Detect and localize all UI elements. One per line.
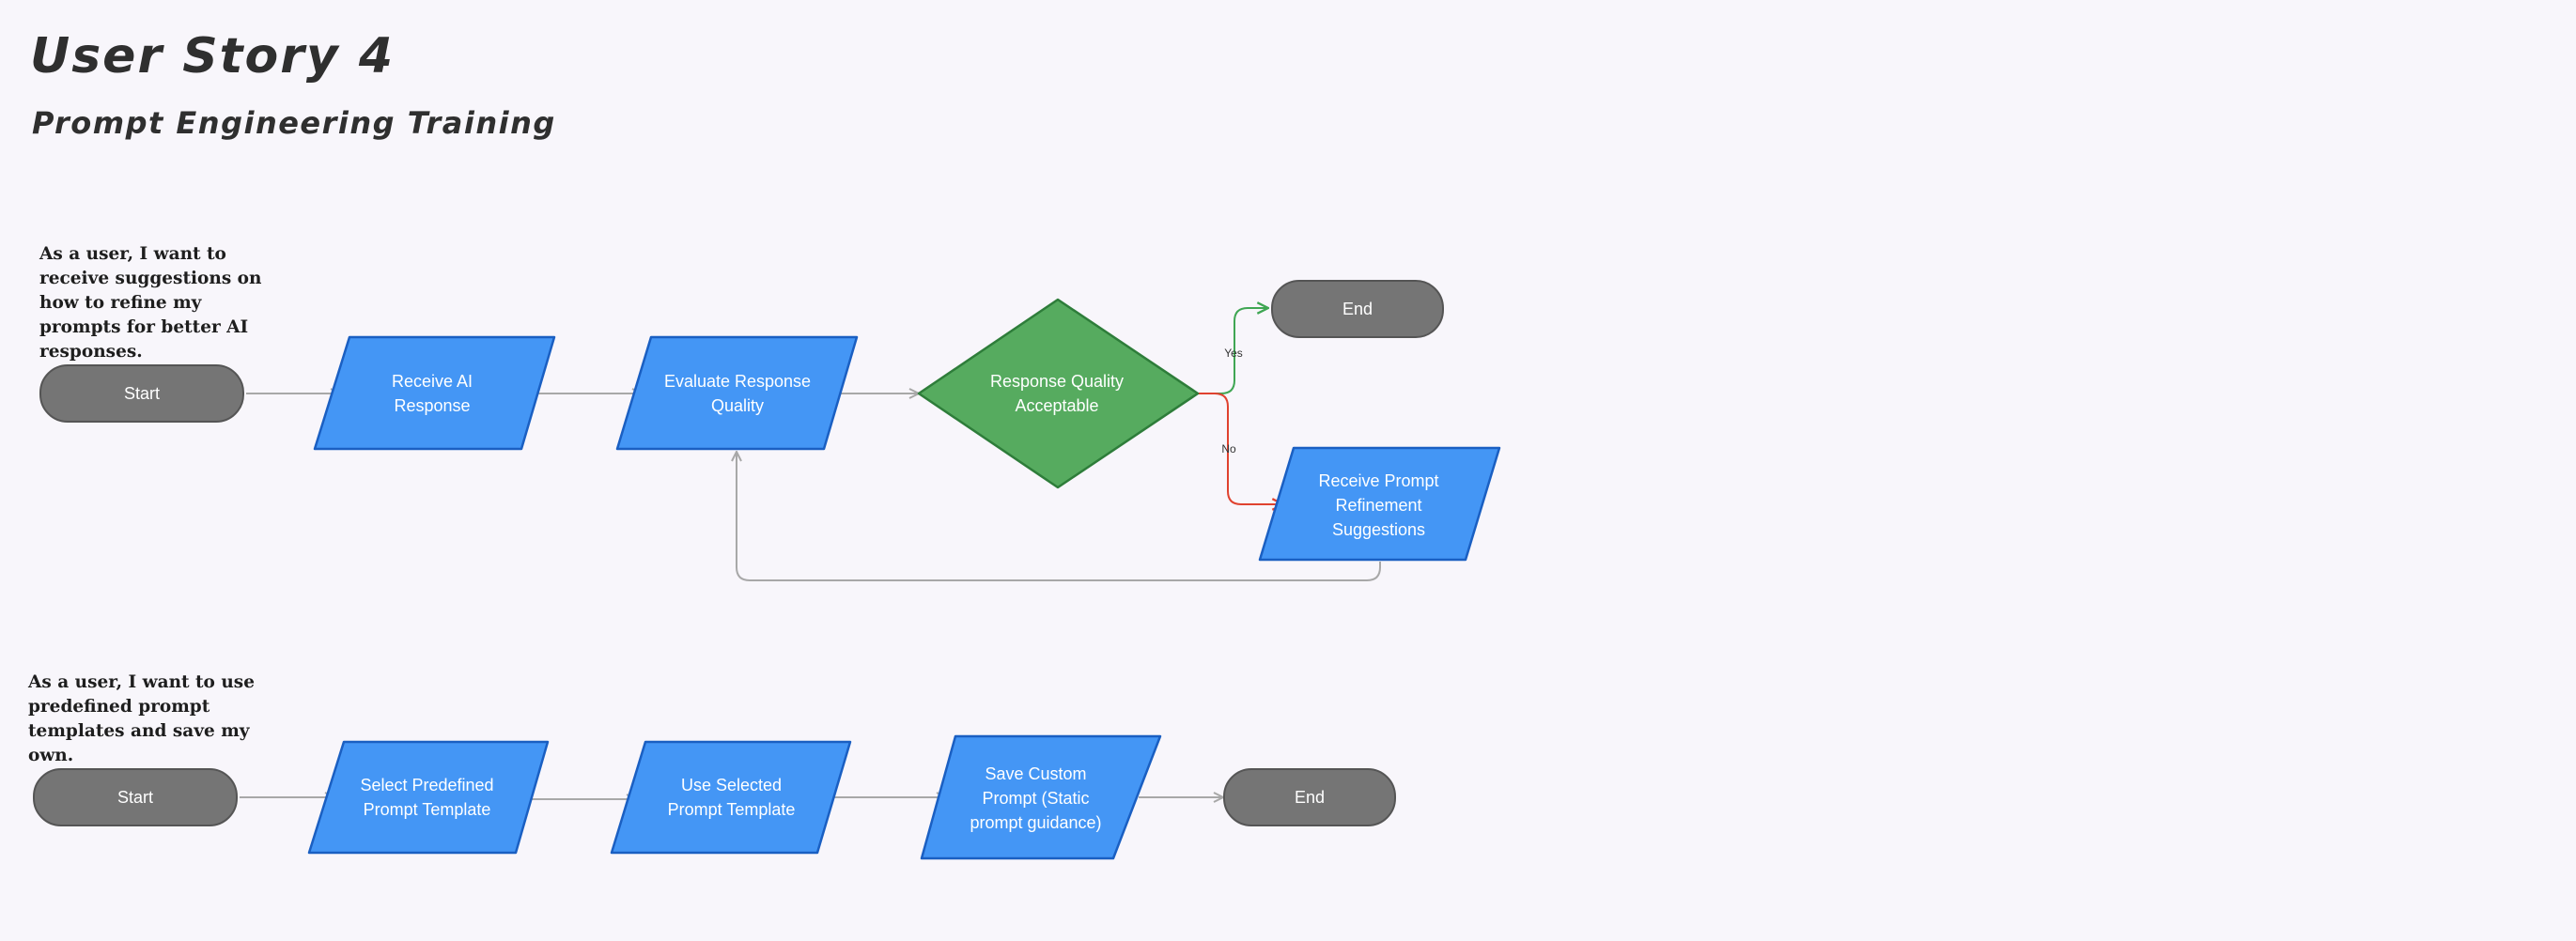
no-label: No bbox=[1221, 442, 1236, 455]
shape-evaluate-quality bbox=[615, 335, 859, 451]
node-receive-ai-response[interactable]: Receive AI Response bbox=[391, 372, 473, 415]
node-save-custom-prompt[interactable]: Save Custom Prompt (Static prompt guidan… bbox=[970, 764, 1102, 832]
start-node-1[interactable]: Start bbox=[39, 364, 244, 423]
node-prompt-refinement[interactable]: Receive Prompt Refinement Suggestions bbox=[1318, 471, 1439, 539]
shape-save-custom bbox=[920, 734, 1162, 860]
node-use-template[interactable]: Use Selected Prompt Template bbox=[667, 776, 796, 819]
shape-select-template bbox=[307, 740, 550, 855]
shape-refinement bbox=[1258, 446, 1501, 562]
node-select-template[interactable]: Select Predefined Prompt Template bbox=[360, 776, 494, 819]
end-node-2[interactable]: End bbox=[1223, 768, 1396, 826]
shape-receive-ai-response bbox=[313, 335, 556, 451]
node-decision-quality-acceptable[interactable]: Response Quality Acceptable bbox=[989, 372, 1125, 415]
page-title: User Story 4 bbox=[30, 28, 396, 85]
shape-decision bbox=[917, 298, 1200, 489]
start-node-2[interactable]: Start bbox=[33, 768, 238, 826]
connector-yes-branch bbox=[1198, 308, 1268, 394]
page-subtitle: Prompt Engineering Training bbox=[32, 105, 556, 141]
node-evaluate-quality[interactable]: Evaluate Response Quality bbox=[663, 372, 812, 415]
yes-label: Yes bbox=[1224, 347, 1243, 360]
end-node-1[interactable]: End bbox=[1271, 280, 1444, 338]
shape-use-template bbox=[610, 740, 852, 855]
connector-loop-back bbox=[737, 452, 1381, 581]
user-story-1-text: As a user, I want to receive suggestions… bbox=[39, 244, 262, 362]
user-story-2-text: As a user, I want to use predefined prom… bbox=[28, 672, 255, 765]
connector-no-branch bbox=[1198, 393, 1283, 504]
